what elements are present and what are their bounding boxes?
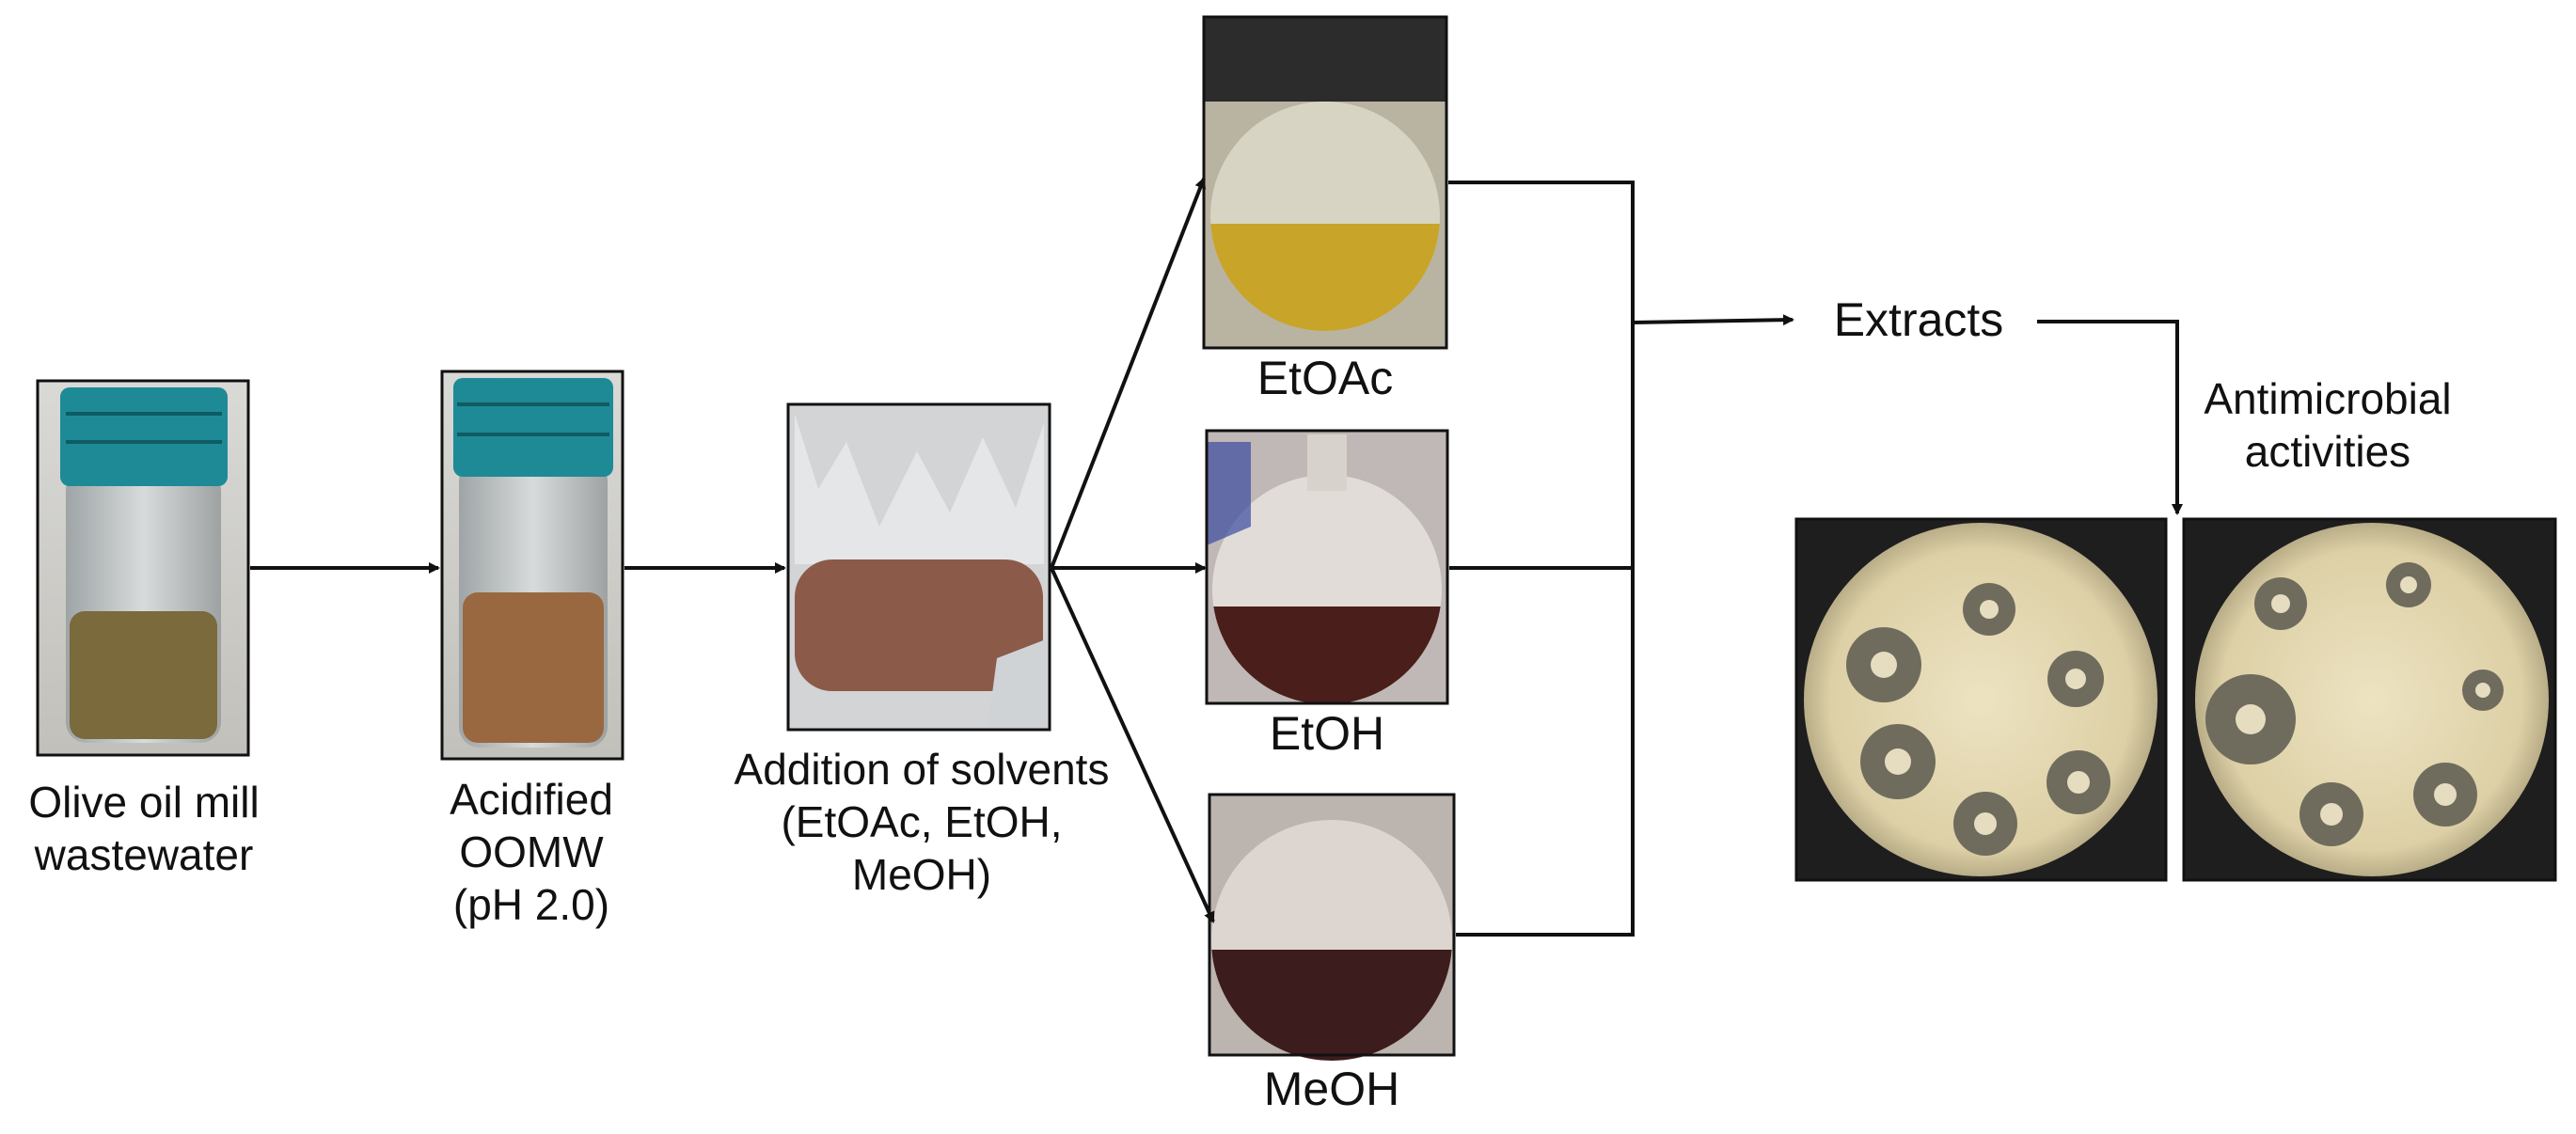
meoh-flask-photo <box>1208 793 1456 1061</box>
acidified-bottle-photo <box>440 370 624 761</box>
label-acidified: Acidified OOMW (pH 2.0) <box>450 775 613 930</box>
etoac-flask-photo <box>1202 15 1448 350</box>
label-etoh: EtOH <box>1269 707 1385 760</box>
arrow-extracts-to-plates <box>2037 320 2183 515</box>
arrow-solvents-to-meoh <box>1050 567 1215 923</box>
label-solvents: Addition of solvents (EtOAc, EtOH, MeOH) <box>734 745 1110 900</box>
label-etoac: EtOAc <box>1256 352 1394 404</box>
petri-dish-photo-1 <box>1794 517 2168 882</box>
connector-etoac <box>1448 181 1635 937</box>
label-antimicrobial: Antimicrobial activities <box>2204 374 2452 477</box>
inhibition-zones-2 <box>2205 562 2504 846</box>
label-meoh: MeOH <box>1263 1063 1400 1115</box>
inhibition-zones-1 <box>1846 583 2110 856</box>
arrow-to-extracts <box>1632 314 1794 326</box>
etoh-flask-photo <box>1205 429 1449 705</box>
oomw-bottle-photo <box>36 379 250 757</box>
label-extracts: Extracts <box>1833 293 2004 346</box>
label-oomw: Olive oil mill wastewater <box>28 778 260 880</box>
petri-dish-photo-2 <box>2182 517 2557 882</box>
arrow-solvents-to-etoac <box>1050 177 1206 569</box>
flow-arrows <box>250 177 2183 937</box>
solvent-mixture-photo <box>786 402 1051 732</box>
